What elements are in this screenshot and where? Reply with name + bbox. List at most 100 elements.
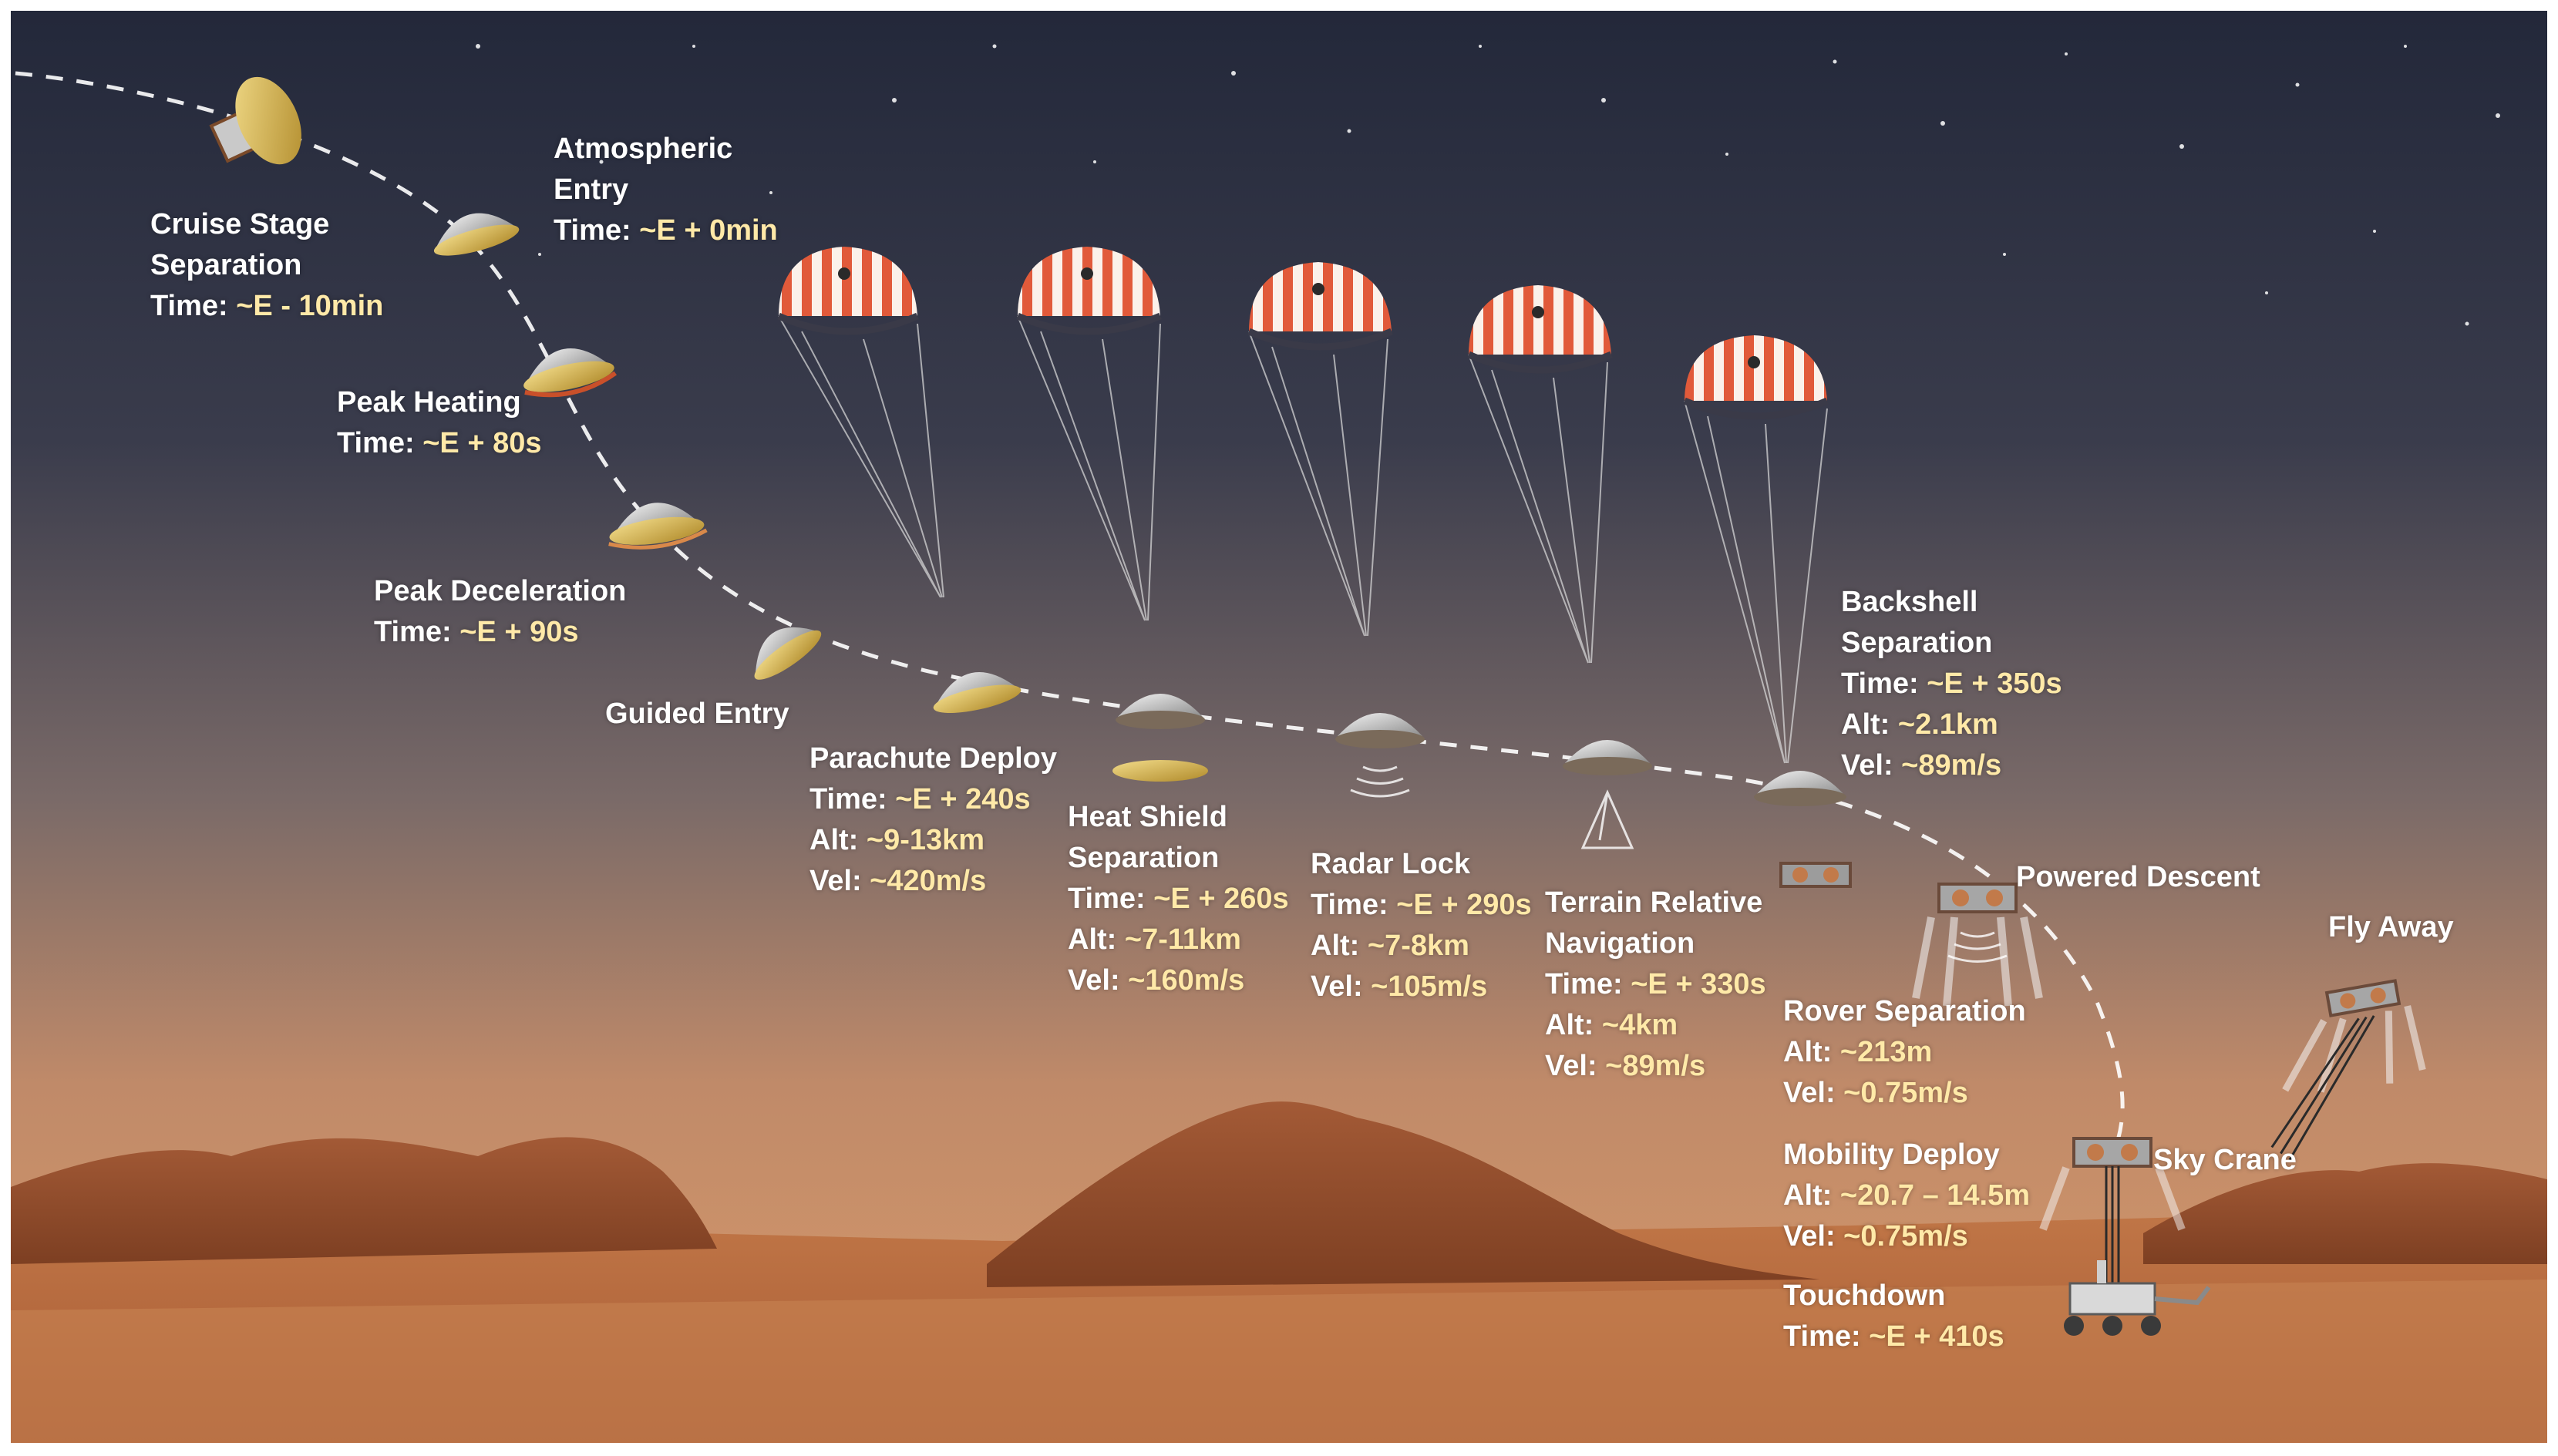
stage-title: Separation [1068, 842, 1220, 874]
time-prefix: Time: [1311, 889, 1397, 921]
alt-value: ~213m [1839, 1036, 1933, 1068]
parachute-5 [1683, 335, 1829, 764]
parachute-4 [1467, 285, 1613, 664]
time-prefix: Time: [150, 290, 237, 322]
capsule-peak-deceleration [608, 503, 708, 550]
time-prefix: Time: [1783, 1320, 1870, 1353]
label-mobility-deploy: Mobility Deploy Alt: ~20.7 – 14.5m Vel: … [1783, 1135, 2030, 1257]
vel-prefix: Vel: [809, 865, 870, 897]
time-value: ~E + 90s [459, 616, 579, 648]
stage-title: Separation [1841, 627, 1993, 659]
time-prefix: Time: [374, 616, 460, 648]
backshell-separation [1754, 771, 1846, 806]
stage-title: Fly Away [2328, 911, 2454, 943]
stage-title: Separation [150, 249, 302, 281]
stage-title: Navigation [1545, 927, 1695, 960]
time-value: ~E + 290s [1396, 889, 1532, 921]
trajectory-line [15, 71, 2125, 1157]
descent-stage-released [1779, 862, 1852, 888]
label-heat-shield-separation: Heat Shield Separation Time: ~E + 260s A… [1068, 797, 1289, 1001]
vel-value: ~0.75m/s [1843, 1077, 1968, 1109]
parachute-1 [777, 247, 944, 598]
vel-prefix: Vel: [1545, 1050, 1606, 1082]
backshell-terrain-relative-navigation [1563, 740, 1652, 849]
capsule-guided-entry [754, 627, 822, 680]
label-terrain-relative-navigation: Terrain Relative Navigation Time: ~E + 3… [1545, 883, 1766, 1087]
mars-terrain [11, 1101, 2547, 1443]
alt-prefix: Alt: [1545, 1009, 1602, 1041]
vel-prefix: Vel: [1841, 749, 1902, 782]
time-prefix: Time: [1068, 883, 1154, 915]
alt-prefix: Alt: [1783, 1179, 1840, 1212]
time-prefix: Time: [554, 214, 640, 247]
stage-title: Heat Shield [1068, 801, 1227, 833]
vel-prefix: Vel: [1783, 1220, 1844, 1253]
capsule-atmospheric-entry [433, 213, 520, 256]
alt-prefix: Alt: [1311, 930, 1368, 962]
time-prefix: Time: [337, 427, 423, 459]
backshell-heat-shield-separation [1116, 694, 1205, 729]
backshell-parachute-deploy [933, 672, 1022, 713]
stage-title: Terrain Relative [1545, 886, 1763, 919]
descent-stage-powered [1912, 883, 2043, 1007]
capsule-peak-heating [523, 348, 618, 398]
vel-value: ~0.75m/s [1843, 1220, 1968, 1253]
stars [476, 44, 2500, 326]
stage-title: Mobility Deploy [1783, 1138, 2000, 1171]
stage-title: Peak Deceleration [374, 575, 627, 607]
alt-value: ~9-13km [866, 824, 985, 856]
vel-value: ~420m/s [870, 865, 987, 897]
label-radar-lock: Radar Lock Time: ~E + 290s Alt: ~7-8km V… [1311, 844, 1532, 1007]
stage-title: Guided Entry [605, 698, 789, 730]
label-sky-crane: Sky Crane [2153, 1140, 2297, 1181]
label-touchdown: Touchdown Time: ~E + 410s [1783, 1276, 2004, 1357]
time-prefix: Time: [809, 783, 896, 815]
vel-prefix: Vel: [1311, 970, 1372, 1003]
time-value: ~E + 260s [1153, 883, 1289, 915]
stage-title: Touchdown [1783, 1279, 1946, 1312]
vel-value: ~89m/s [1605, 1050, 1706, 1082]
time-value: ~E + 410s [1869, 1320, 2004, 1353]
label-cruise-stage-separation: Cruise Stage Separation Time: ~E - 10min [150, 204, 383, 327]
time-value: ~E + 330s [1631, 968, 1766, 1000]
time-value: ~E + 240s [895, 783, 1031, 815]
alt-value: ~2.1km [1897, 708, 1998, 741]
vel-prefix: Vel: [1068, 964, 1129, 997]
time-prefix: Time: [1545, 968, 1631, 1000]
alt-prefix: Alt: [1068, 923, 1125, 956]
vel-value: ~89m/s [1901, 749, 2002, 782]
alt-value: ~4km [1601, 1009, 1678, 1041]
time-value: ~E + 80s [422, 427, 542, 459]
label-backshell-separation: Backshell Separation Time: ~E + 350s Alt… [1841, 582, 2062, 786]
parachute-2 [1016, 247, 1162, 621]
descent-stage-fly-away [2270, 979, 2426, 1161]
parachutes [777, 247, 1829, 764]
alt-prefix: Alt: [1783, 1036, 1840, 1068]
alt-value: ~7-8km [1367, 930, 1469, 962]
stage-title: Rover Separation [1783, 995, 2026, 1027]
alt-value: ~20.7 – 14.5m [1839, 1179, 2031, 1212]
vel-value: ~160m/s [1128, 964, 1245, 997]
backshell-radar-lock [1335, 713, 1425, 798]
vel-value: ~105m/s [1371, 970, 1488, 1003]
stage-title: Sky Crane [2153, 1144, 2297, 1176]
stage-title: Backshell [1841, 586, 1978, 618]
label-fly-away: Fly Away [2328, 907, 2454, 948]
label-parachute-deploy: Parachute Deploy Time: ~E + 240s Alt: ~9… [809, 738, 1057, 902]
stage-title: Parachute Deploy [809, 742, 1057, 775]
stage-title: Radar Lock [1311, 848, 1470, 880]
label-peak-heating: Peak Heating Time: ~E + 80s [337, 382, 541, 464]
label-atmospheric-entry: Atmospheric Entry Time: ~E + 0min [554, 129, 778, 251]
sky-crane [2039, 1137, 2186, 1283]
alt-prefix: Alt: [1841, 708, 1898, 741]
stage-title: Peak Heating [337, 386, 521, 419]
vel-prefix: Vel: [1783, 1077, 1844, 1109]
label-powered-descent: Powered Descent [2016, 857, 2260, 898]
label-guided-entry: Guided Entry [605, 694, 789, 735]
label-peak-deceleration: Peak Deceleration Time: ~E + 90s [374, 571, 626, 653]
parachute-3 [1247, 262, 1393, 637]
stage-title: Cruise Stage [150, 208, 330, 240]
heat-shield [1112, 760, 1208, 782]
stage-title: Entry [554, 173, 629, 206]
